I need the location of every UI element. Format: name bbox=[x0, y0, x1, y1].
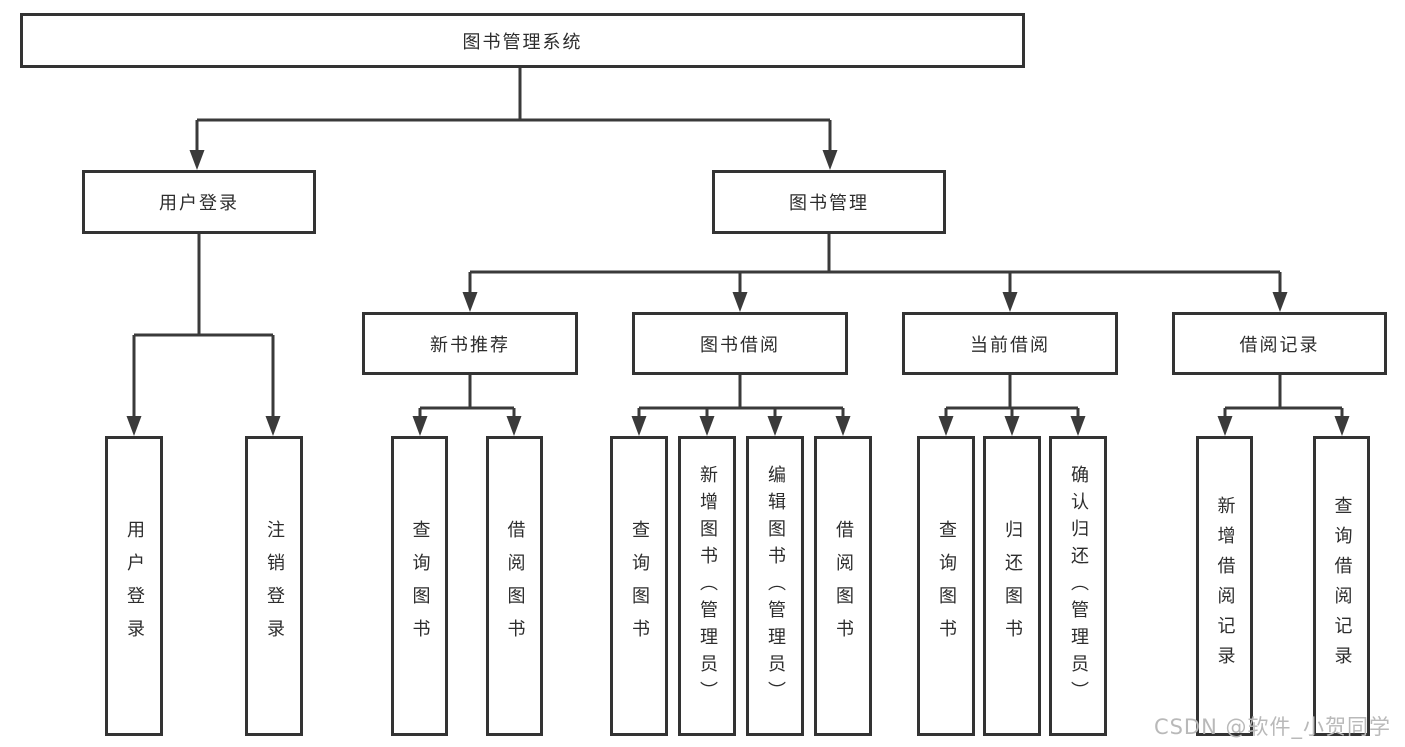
leaf-newbook-query-books-label: 查询图书 bbox=[409, 520, 431, 652]
leaf-current-query-books: 查询图书 bbox=[917, 436, 975, 736]
leaf-confirm-return-admin-label: 确认归还（管理员） bbox=[1068, 464, 1089, 708]
leaf-borrow-borrow-books-label: 借阅图书 bbox=[833, 520, 854, 652]
leaf-add-borrow-record-label: 新增借阅记录 bbox=[1214, 496, 1236, 676]
csdn-watermark: CSDN @软件_小贺同学 bbox=[1153, 715, 1391, 739]
connector-book-management bbox=[468, 234, 1282, 294]
leaf-borrow-query-books-label: 查询图书 bbox=[629, 520, 650, 652]
leaf-edit-books-admin-label: 编辑图书（管理员） bbox=[765, 464, 786, 708]
leaf-query-borrow-record-label: 查询借阅记录 bbox=[1331, 496, 1353, 676]
node-current-borrowing-label: 当前借阅 bbox=[970, 334, 1050, 356]
node-root: 图书管理系统 bbox=[20, 13, 1025, 68]
leaf-return-books-label: 归还图书 bbox=[1002, 520, 1023, 652]
connector-user-login bbox=[132, 234, 275, 418]
node-borrowing-records-label: 借阅记录 bbox=[1239, 334, 1320, 356]
node-book-borrowing-label: 图书借阅 bbox=[700, 334, 780, 356]
leaf-newbook-query-books: 查询图书 bbox=[391, 436, 448, 736]
node-user-login: 用户登录 bbox=[82, 170, 316, 234]
leaf-newbook-borrow-books: 借阅图书 bbox=[486, 436, 543, 736]
node-new-book-recommend-label: 新书推荐 bbox=[430, 334, 510, 356]
connector-book-borrowing bbox=[637, 375, 845, 418]
node-book-borrowing: 图书借阅 bbox=[632, 312, 848, 375]
leaf-query-borrow-record: 查询借阅记录 bbox=[1313, 436, 1370, 736]
node-current-borrowing: 当前借阅 bbox=[902, 312, 1118, 375]
leaf-logout-label: 注销登录 bbox=[264, 520, 285, 652]
node-borrowing-records: 借阅记录 bbox=[1172, 312, 1387, 375]
leaf-return-books: 归还图书 bbox=[983, 436, 1041, 736]
leaf-newbook-borrow-books-label: 借阅图书 bbox=[504, 520, 526, 652]
connector-current-borrowing bbox=[944, 375, 1080, 418]
node-new-book-recommend: 新书推荐 bbox=[362, 312, 578, 375]
leaf-user-login-label: 用户登录 bbox=[124, 520, 145, 652]
connector-root bbox=[195, 68, 832, 152]
node-user-login-label: 用户登录 bbox=[159, 193, 239, 214]
leaf-logout: 注销登录 bbox=[245, 436, 303, 736]
node-book-management: 图书管理 bbox=[712, 170, 946, 234]
leaf-confirm-return-admin: 确认归还（管理员） bbox=[1049, 436, 1107, 736]
leaf-add-books-admin-label: 新增图书（管理员） bbox=[697, 464, 718, 708]
connector-new-book bbox=[418, 375, 516, 418]
node-book-management-label: 图书管理 bbox=[789, 193, 869, 214]
node-root-label: 图书管理系统 bbox=[462, 31, 583, 53]
leaf-borrow-borrow-books: 借阅图书 bbox=[814, 436, 872, 736]
leaf-borrow-query-books: 查询图书 bbox=[610, 436, 668, 736]
leaf-user-login: 用户登录 bbox=[105, 436, 163, 736]
connector-borrowing-records bbox=[1223, 375, 1344, 418]
leaf-add-borrow-record: 新增借阅记录 bbox=[1196, 436, 1253, 736]
leaf-current-query-books-label: 查询图书 bbox=[936, 520, 957, 652]
leaf-edit-books-admin: 编辑图书（管理员） bbox=[746, 436, 804, 736]
leaf-add-books-admin: 新增图书（管理员） bbox=[678, 436, 736, 736]
